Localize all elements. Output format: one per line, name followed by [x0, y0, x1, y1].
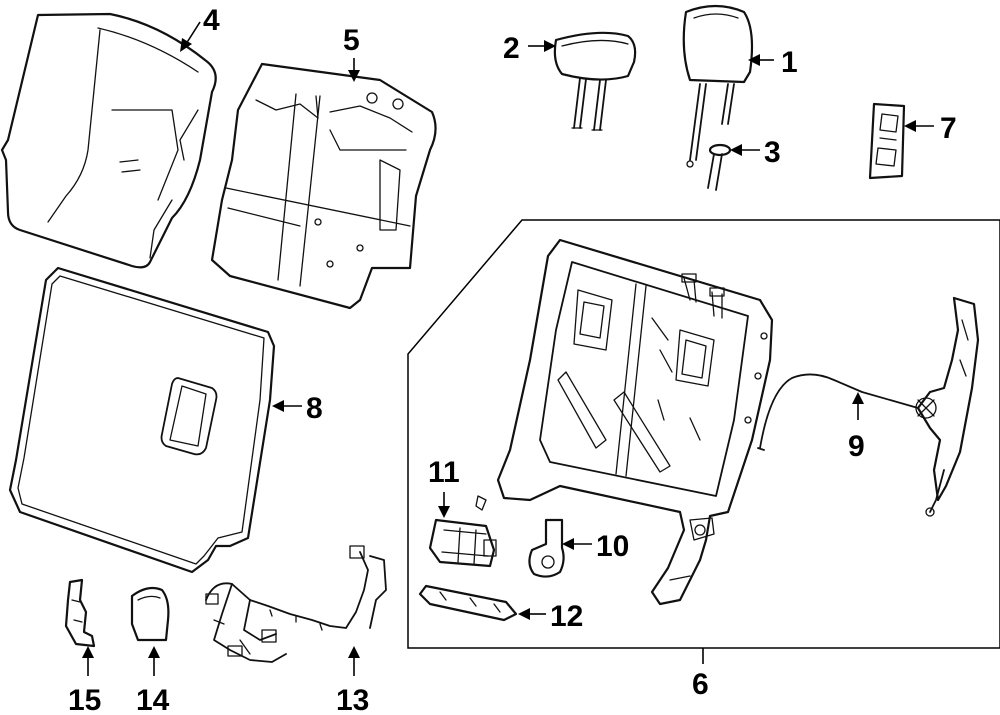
- part-7-latch: [868, 102, 906, 180]
- part-1-headrest: [682, 4, 754, 168]
- part-6-seat-frame: [475, 238, 774, 606]
- part-4-seat-back-cover: [0, 12, 217, 269]
- callout-13: 13: [336, 684, 369, 715]
- callout-10: 10: [596, 530, 629, 563]
- callout-11: 11: [428, 456, 460, 489]
- callout-7: 7: [940, 112, 957, 145]
- part-5-seat-back-pad: [210, 62, 437, 310]
- callout-1: 1: [781, 46, 798, 79]
- part-9-recliner-cable: [757, 296, 980, 517]
- part-3-guide: [707, 143, 732, 191]
- leader-lines: [82, 21, 934, 676]
- callout-12: 12: [550, 600, 583, 633]
- callout-labels: 4 5 2 1 3 7 8 9 11 10 12 6 13 14 15: [68, 4, 957, 715]
- part-11-module: [428, 518, 497, 568]
- callout-5: 5: [343, 24, 360, 57]
- part-12-bracket: [418, 584, 518, 622]
- part-8-panel: [8, 266, 276, 574]
- part-14-cap: [130, 586, 170, 642]
- callout-9: 9: [848, 430, 865, 463]
- part-13-wiring-harness: [205, 545, 387, 663]
- part-6-group-box: [407, 219, 1000, 649]
- callout-3: 3: [764, 136, 781, 169]
- callout-15: 15: [68, 684, 101, 715]
- part-10-actuator: [528, 518, 565, 578]
- callout-4: 4: [203, 4, 220, 37]
- part-15-bracket: [64, 578, 96, 648]
- callout-2: 2: [503, 32, 520, 65]
- callout-14: 14: [136, 684, 170, 715]
- callout-6: 6: [692, 668, 709, 701]
- part-2-headrest: [553, 31, 637, 131]
- callout-8: 8: [306, 392, 323, 425]
